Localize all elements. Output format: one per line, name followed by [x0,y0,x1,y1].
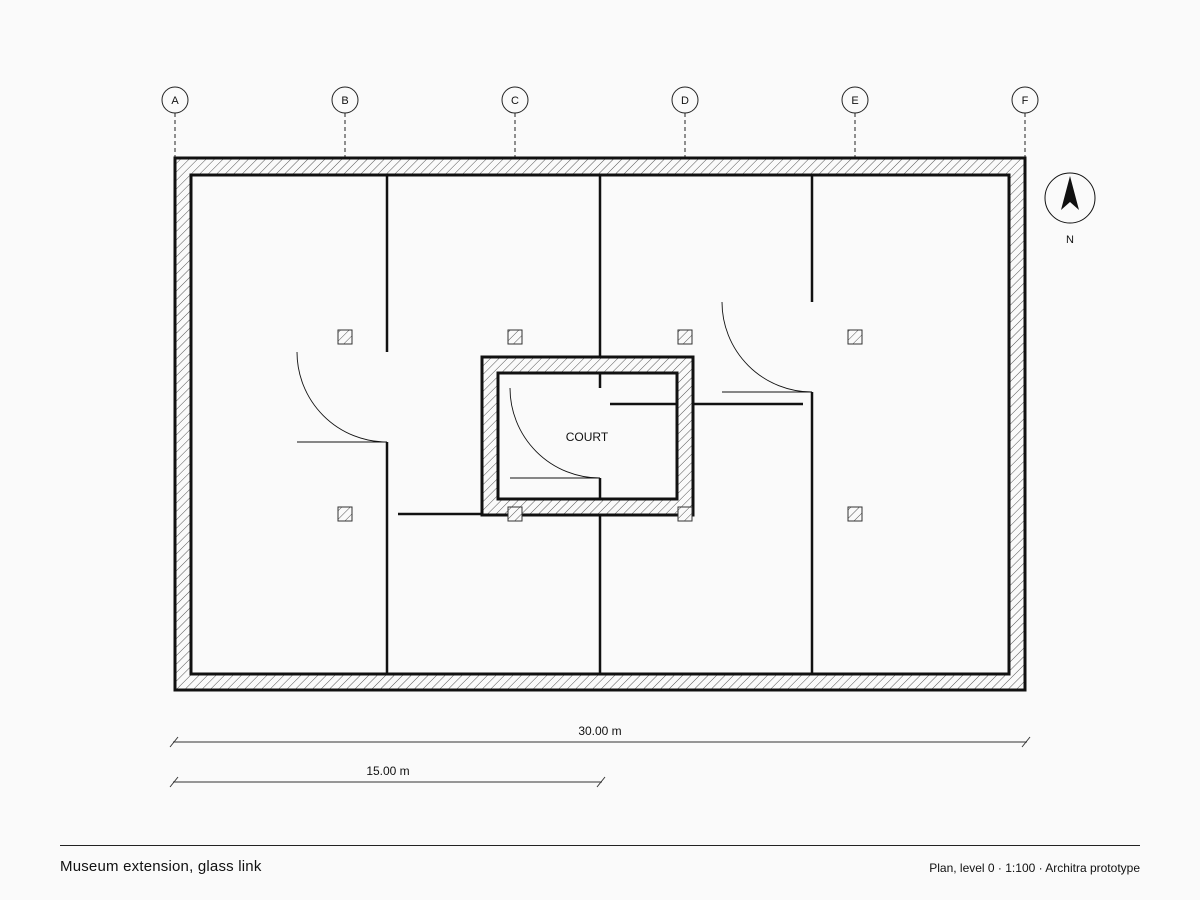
north-arrow: N [1044,172,1096,246]
grid-label-a: A [171,95,179,107]
north-label: N [1066,234,1074,246]
column [847,329,863,345]
door-east [721,301,813,393]
grid-bubble-a: A [161,86,189,114]
doors [296,301,813,479]
door-west [296,351,388,443]
column [677,329,693,345]
project-title: Museum extension, glass link [60,858,262,875]
column [677,506,693,522]
court-wall [480,355,695,517]
grid-label-d: D [681,95,689,107]
grid-lines [174,113,1026,158]
dimension-overall [169,736,1031,748]
grid-bubbles: A B C D E F [161,86,1039,114]
dimension-half [169,776,606,788]
column [337,329,353,345]
title-block: Museum extension, glass link Plan, level… [60,845,1140,875]
dimension-half-label: 15.00 m [366,764,409,778]
grid-label-b: B [341,95,348,107]
room-label-court: COURT [566,430,609,444]
grid-label-c: C [511,95,519,107]
column [507,329,523,345]
columns [337,329,863,522]
outer-wall [173,156,1027,692]
column [507,506,523,522]
column [337,506,353,522]
partitions [385,175,814,674]
grid-label-e: E [851,95,858,107]
grid-bubble-e: E [841,86,869,114]
door-court [509,387,601,479]
north-arrow-icon [1061,176,1079,210]
grid-bubble-d: D [671,86,699,114]
grid-bubble-c: C [501,86,529,114]
grid-bubble-b: B [331,86,359,114]
sheet-info: Plan, level 0 · 1:100 · Architra prototy… [929,861,1140,875]
grid-bubble-f: F [1011,86,1039,114]
grid-label-f: F [1022,95,1029,107]
dimension-overall-label: 30.00 m [578,724,621,738]
column [847,506,863,522]
